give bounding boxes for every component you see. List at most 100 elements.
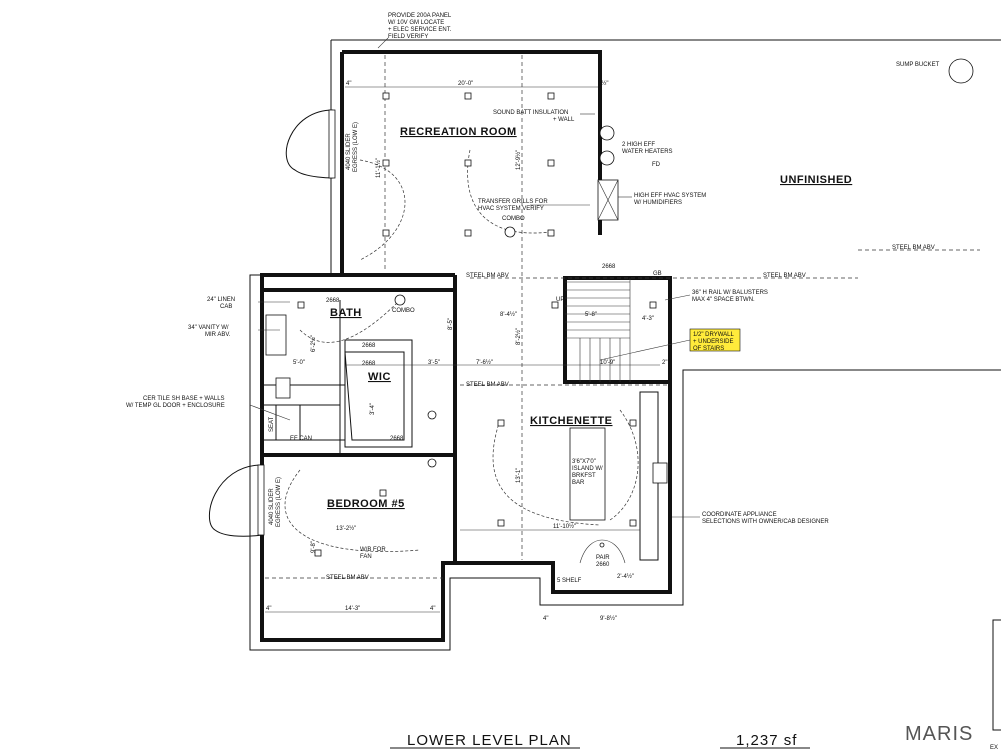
note-transfer-1: TRANSFER GRILLS FOR bbox=[478, 199, 548, 205]
note-island-3: BRKFST bbox=[572, 473, 596, 479]
note-drywall-3: OF STAIRS bbox=[693, 346, 724, 352]
note-island-2: ISLAND W/ bbox=[572, 466, 603, 472]
note-steel-bed: STEEL BM ABV bbox=[326, 575, 369, 581]
note-hvac-2: W/ HUMIDIFIERS bbox=[634, 200, 682, 206]
dim-edge-7: 4" bbox=[543, 616, 548, 622]
note-steel-kit: STEEL BM ABV bbox=[466, 382, 509, 388]
dim-kit-height: 13'-1" bbox=[516, 468, 522, 483]
room-label-unfinished: UNFINISHED bbox=[780, 174, 852, 186]
note-seat: SEAT bbox=[269, 416, 275, 432]
note-water-2: WATER HEATERS bbox=[622, 149, 673, 155]
switch-arc-kit bbox=[492, 419, 601, 526]
note-sump: SUMP BUCKET bbox=[896, 62, 940, 68]
note-panel-2: W/ 10V GM LOCATE bbox=[388, 20, 444, 26]
sump-bucket bbox=[948, 58, 974, 84]
dim-edge-4: 4" bbox=[266, 606, 271, 612]
corner-frame bbox=[992, 619, 1001, 731]
dim-mid-3: 8'-2½" bbox=[515, 328, 522, 345]
note-pair-2: 2660 bbox=[596, 562, 610, 568]
room-label-kitchenette: KITCHENETTE bbox=[530, 415, 613, 427]
note-combo-rec: COMBO bbox=[502, 216, 525, 222]
note-sound-1: SOUND BATT INSULATION bbox=[493, 110, 568, 116]
dim-bath-width: 8'-5" bbox=[448, 318, 454, 330]
note-tile-1: CER TILE SH BASE + WALLS bbox=[143, 396, 225, 402]
dim-bed-width: 13'-2½" bbox=[336, 525, 356, 532]
water-heater-2 bbox=[599, 150, 615, 166]
note-panel-3: + ELEC SERVICE ENT. bbox=[388, 27, 452, 33]
note-combo-bath: COMBO bbox=[392, 308, 415, 314]
note-panel-4: FIELD VERIFY bbox=[388, 34, 428, 40]
dim-rec-height-2: 12'-9½" bbox=[515, 150, 522, 170]
smoke-detector-rec bbox=[504, 226, 516, 238]
note-steel-mid: STEEL BM ABV bbox=[466, 273, 509, 279]
note-drywall-1: 1/2" DRYWALL bbox=[693, 332, 734, 338]
kitchen-sink bbox=[652, 462, 668, 484]
note-steel-unfinished: STEEL BM ABV bbox=[892, 245, 935, 251]
note-fd: FD bbox=[652, 162, 661, 168]
note-door-linen: 2668 bbox=[362, 361, 376, 367]
water-heater-1 bbox=[599, 125, 615, 141]
note-island-4: BAR bbox=[572, 480, 585, 486]
dim-mid-2: 8'-4½" bbox=[500, 311, 517, 318]
note-panel-1: PROVIDE 200A PANEL bbox=[388, 13, 452, 19]
switch-arc-rec-1 bbox=[359, 159, 406, 261]
dim-wic-1: 5'-0" bbox=[293, 360, 305, 366]
note-drywall-2: + UNDERSIDE bbox=[693, 339, 734, 345]
note-door-wic: 2668 bbox=[390, 436, 404, 442]
note-door-wic-inner: 2668 bbox=[362, 343, 376, 349]
smoke-detector-wic bbox=[427, 458, 437, 468]
leader-lines bbox=[249, 37, 700, 518]
dim-edge-1: 3½" bbox=[598, 80, 608, 87]
note-rail-1: 36" H RAIL W/ BALUSTERS bbox=[692, 290, 768, 296]
note-can: EF CAN bbox=[290, 436, 312, 442]
note-gb: GB bbox=[653, 271, 662, 277]
dim-rec-height: 11'-1½" bbox=[375, 158, 382, 178]
plan-title: LOWER LEVEL PLAN bbox=[407, 732, 572, 749]
room-label-bath: BATH bbox=[330, 307, 362, 319]
smoke-detector-bath bbox=[394, 294, 406, 306]
note-water-1: 2 HIGH EFF bbox=[622, 142, 655, 148]
wic-walls bbox=[344, 339, 413, 448]
room-label-bedroom: BEDROOM #5 bbox=[327, 498, 405, 510]
toilet bbox=[275, 377, 291, 399]
note-sound-2: + WALL bbox=[553, 117, 575, 123]
note-hvac-1: HIGH EFF HVAC SYSTEM bbox=[634, 193, 706, 199]
dim-edge-3: 2" bbox=[662, 360, 667, 366]
note-linen-1: 24" LINEN bbox=[207, 297, 235, 303]
note-appliance-1: COORDINATE APPLIANCE bbox=[702, 512, 777, 518]
dim-bed-low: 14'-3" bbox=[345, 606, 360, 612]
egress-window-top bbox=[328, 109, 336, 179]
light-fixtures bbox=[297, 92, 657, 557]
pantry-doors bbox=[579, 539, 626, 564]
note-fan-2: FAN bbox=[360, 554, 372, 560]
note-vanity-2: MIR ABV. bbox=[205, 332, 231, 338]
egress-well-bedroom bbox=[208, 464, 263, 537]
dim-mid-1: 7'-6½" bbox=[476, 359, 493, 366]
note-egress-top-1: 4040 SLIDER bbox=[346, 133, 352, 170]
kitchen-island bbox=[569, 427, 606, 521]
switch-arc-bed bbox=[284, 469, 421, 552]
dim-edge-2: 4" bbox=[346, 81, 351, 87]
dim-wic-3: 3'-4" bbox=[370, 403, 376, 415]
dim-rec-width: 20'-0" bbox=[458, 81, 473, 87]
dim-bath-height: 6'-2½" bbox=[310, 335, 317, 352]
dim-kit-width: 11'-10½" bbox=[553, 523, 576, 530]
vanity bbox=[265, 314, 287, 356]
dim-bottom-kit: 9'-8½" bbox=[600, 615, 617, 622]
dim-stair-2: 4'-3" bbox=[642, 316, 654, 322]
egress-window-bedroom bbox=[257, 464, 265, 536]
note-linen-2: CAB bbox=[220, 304, 232, 310]
note-egress-bed-1: 4040 SLIDER bbox=[269, 488, 275, 525]
note-egress-bed-2: EGRESS (LOW E) bbox=[276, 477, 282, 527]
note-appliance-2: SELECTIONS WITH OWNER/CAB DESIGNER bbox=[702, 519, 829, 525]
note-door-bath: 2668 bbox=[326, 298, 340, 304]
note-door-stair: 2668 bbox=[602, 264, 616, 270]
note-island-1: 3'6"X7'0" bbox=[572, 459, 596, 465]
watermark-logo: MARIS bbox=[905, 723, 973, 745]
note-tile-2: W/ TEMP GL DOOR + ENCLOSURE bbox=[126, 403, 225, 409]
note-vanity-1: 34" VANITY W/ bbox=[188, 325, 229, 331]
plan-area: 1,237 sf bbox=[736, 732, 797, 749]
note-shelf: 5 SHELF bbox=[557, 578, 582, 584]
note-steel-right: STEEL BM ABV bbox=[763, 273, 806, 279]
